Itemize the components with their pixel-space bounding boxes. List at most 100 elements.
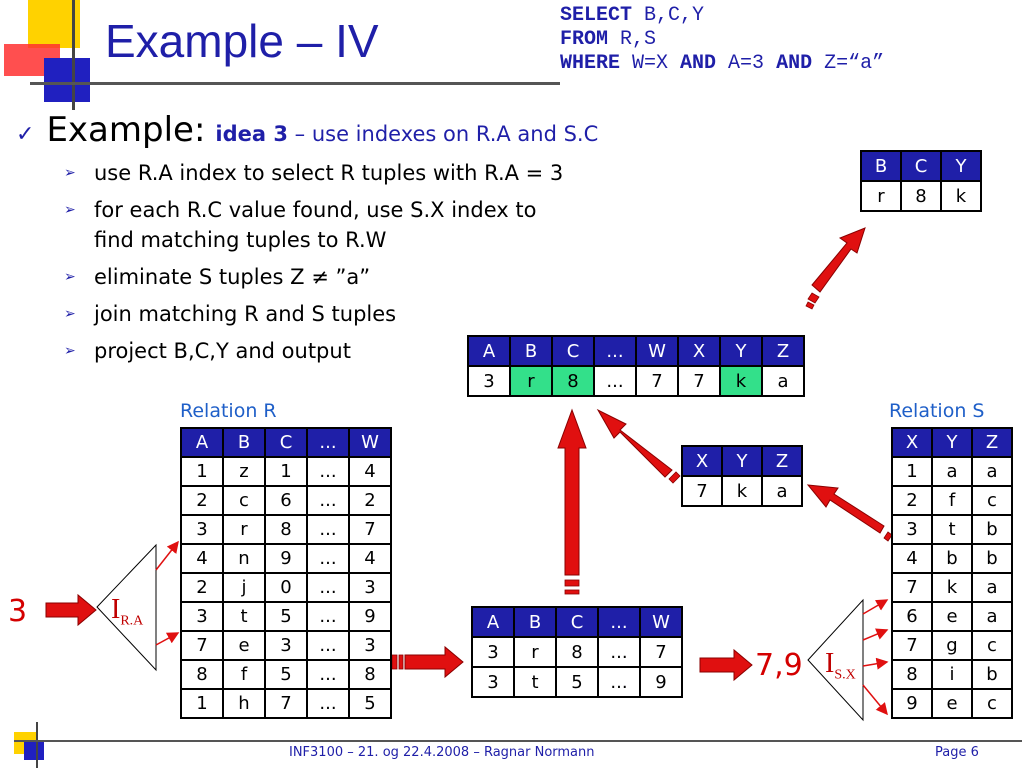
table-header-cell: Z [761, 335, 805, 367]
table-header-cell: B [222, 427, 266, 458]
table-cell: 7 [891, 572, 933, 603]
table-cell: 9 [264, 543, 308, 574]
table-cell: f [222, 659, 266, 690]
table-row: 7 k a [681, 475, 803, 507]
index-s-sub: S.X [834, 667, 856, 683]
table-header-cell: W [635, 335, 679, 367]
lookup-values: 7,9 [755, 648, 803, 683]
index-s-label: IS.X [825, 648, 856, 684]
table-cell: f [931, 485, 973, 516]
table-cell: ... [306, 601, 350, 632]
table-cell: r [513, 636, 557, 668]
pointer-line [862, 684, 888, 716]
input-arrow [45, 593, 97, 627]
index-s-main: I [825, 648, 835, 679]
table-header-cell: B [509, 335, 553, 367]
arrow-tail [398, 654, 404, 670]
step-list: ➢ use R.A index to select R tuples with R… [60, 158, 620, 373]
checkmark-icon: ✓ [16, 122, 35, 147]
table-cell-highlighted: 8 [551, 365, 595, 397]
table-header-row: B C Y [860, 150, 982, 182]
table-header-cell: W [348, 427, 392, 458]
table-cell: 1 [180, 688, 224, 719]
table-cell: e [931, 688, 973, 719]
table-cell: 8 [348, 659, 392, 690]
table-cell: 0 [264, 572, 308, 603]
table-cell: a [761, 475, 803, 507]
table-cell: h [222, 688, 266, 719]
table-cell: 4 [891, 543, 933, 574]
table-cell: 2 [891, 485, 933, 516]
arrow-tail [391, 654, 398, 670]
table-cell: ... [306, 630, 350, 661]
table-cell: n [222, 543, 266, 574]
pointer-line [862, 599, 889, 615]
table-cell: b [931, 543, 973, 574]
table-header-cell: C [551, 335, 595, 367]
table-cell: ... [306, 514, 350, 545]
table-cell: 9 [891, 688, 933, 719]
sql-select-line: SELECT B,C,Y [560, 4, 704, 28]
table-cell: 8 [264, 514, 308, 545]
arrow-bullet-icon: ➢ [64, 343, 76, 359]
sql-keyword-select: SELECT [560, 4, 633, 27]
table-cell: 7 [639, 636, 683, 668]
step-item: ➢for each R.C value found, use S.X index… [60, 195, 574, 255]
pointer-line [155, 632, 180, 646]
table-cell: ... [306, 688, 350, 719]
table-header-cell: Y [940, 150, 982, 182]
table-cell: 3 [180, 514, 224, 545]
table-cell: 3 [467, 365, 511, 397]
pointer-line [862, 657, 889, 670]
deco-blue-square [44, 58, 90, 102]
sql-keyword-where: WHERE [560, 52, 621, 75]
sql-cond-3: Z=“a” [812, 52, 885, 75]
footer-deco-vline [36, 722, 38, 768]
sql-from-line: FROM R,S [560, 28, 656, 52]
table-header-cell: Z [761, 445, 803, 477]
step-item: ➢eliminate S tuples Z ≠ ”a” [60, 262, 620, 292]
sql-from-tables: R,S [608, 28, 657, 51]
input-value: 3 [8, 594, 28, 629]
step-item: ➢join matching R and S tuples [60, 299, 620, 329]
arrow-bullet-icon: ➢ [64, 202, 76, 218]
table-cell: b [971, 514, 1013, 545]
step-text: use R.A index to select R tuples with R.… [94, 161, 564, 185]
index-s-triangle [807, 598, 864, 722]
table-cell: ... [597, 636, 641, 668]
table-cell: c [971, 688, 1013, 719]
table-header-row: X Y Z [891, 427, 1013, 458]
arrow-tail [668, 471, 681, 484]
footer-text: INF3100 – 21. og 22.4.2008 – Ragnar Norm… [289, 745, 595, 760]
table-cell: 7 [681, 475, 723, 507]
sql-keyword-and-2: AND [776, 52, 813, 75]
table-cell: k [931, 572, 973, 603]
step-item: ➢project B,C,Y and output [60, 336, 620, 366]
table-cell: 7 [264, 688, 308, 719]
table-header-row: A B C ... W [471, 606, 683, 638]
table-cell: ... [306, 456, 350, 487]
deco-yellow-square [28, 0, 80, 48]
table-cell: e [931, 601, 973, 632]
table-cell: 1 [264, 456, 308, 487]
sql-cond-1: W=X [620, 52, 681, 75]
s-to-match-arrow [806, 484, 885, 534]
table-cell: t [222, 601, 266, 632]
table-cell: 3 [348, 572, 392, 603]
